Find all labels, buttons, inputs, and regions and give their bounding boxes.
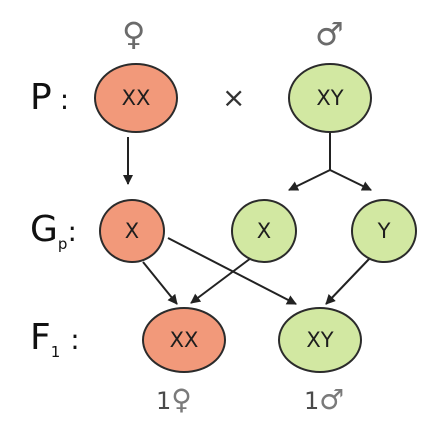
arrow-gamete-male-x-to-f1-xx xyxy=(190,257,252,304)
arrow-p-male-to-gamete-y xyxy=(329,169,372,191)
arrow-gamete-y-to-f1-xy xyxy=(325,257,371,305)
parent-male-xy-node: XY xyxy=(288,63,372,133)
gamete-male-y-node: Y xyxy=(351,199,417,263)
female-symbol-icon: ♀ xyxy=(122,15,146,53)
ratio-female: 1♀ xyxy=(156,386,192,414)
male-symbol-icon: ♂ xyxy=(315,15,344,53)
generation-label-p: P: xyxy=(30,77,70,118)
generation-label-gp: Gp: xyxy=(30,209,77,253)
f1-female-xx-node: XX xyxy=(142,307,226,373)
generation-label-f1: F1: xyxy=(30,317,80,361)
arrow-gamete-female-x-to-f1-xx xyxy=(142,261,178,305)
ratio-male: 1♂ xyxy=(304,386,344,414)
parent-female-xx-node: XX xyxy=(94,63,178,133)
f1-male-xy-node: XY xyxy=(278,307,362,373)
cross-symbol-icon: × xyxy=(222,81,246,114)
ratio-male-count: 1 xyxy=(304,387,320,415)
arrow-gamete-female-x-to-f1-xy xyxy=(167,237,297,305)
gamete-male-x-node: X xyxy=(231,199,297,263)
ratio-male-symbol-icon: ♂ xyxy=(319,383,345,416)
ratio-female-symbol-icon: ♀ xyxy=(171,383,192,416)
gamete-female-x-node: X xyxy=(99,199,165,263)
ratio-female-count: 1 xyxy=(156,387,172,415)
arrow-p-male-to-gamete-x xyxy=(288,169,331,191)
